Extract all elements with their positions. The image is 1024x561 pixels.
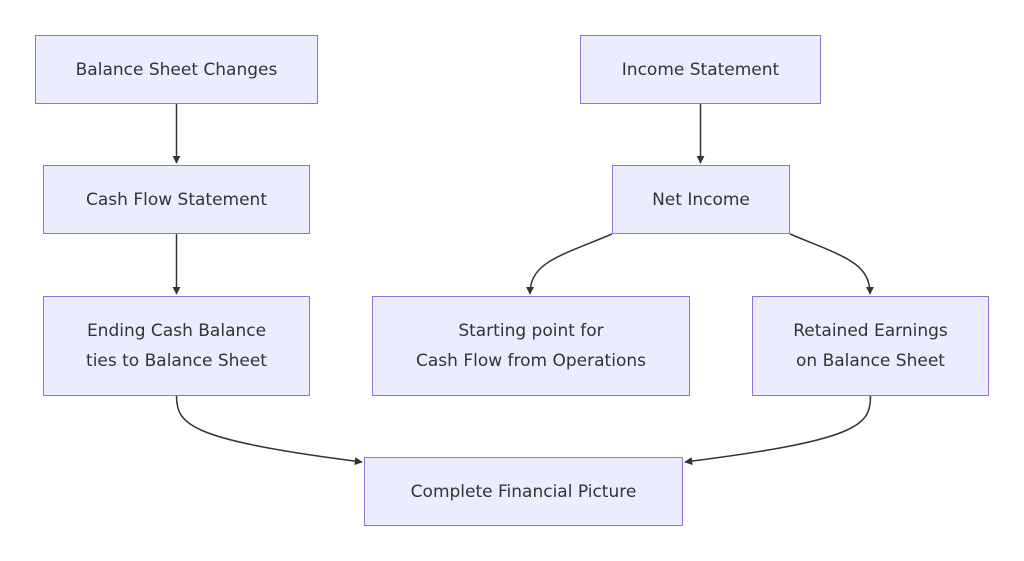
node-label: Balance Sheet Changes (75, 59, 278, 80)
node-label: Income Statement (621, 59, 780, 80)
node-balance-sheet-changes: Balance Sheet Changes (35, 35, 318, 104)
edge-ending-cash-to-complete (175, 395, 363, 466)
edge-retained-to-complete (684, 395, 872, 466)
node-starting-point: Starting point for Cash Flow from Operat… (372, 296, 690, 396)
node-label: Net Income (652, 189, 750, 210)
node-income-statement: Income Statement (580, 35, 821, 104)
node-label: Complete Financial Picture (410, 481, 637, 502)
node-label-line-2: Cash Flow from Operations (416, 351, 646, 371)
node-net-income: Net Income (612, 165, 790, 234)
node-cash-flow-statement: Cash Flow Statement (43, 165, 310, 234)
node-complete-financial-picture: Complete Financial Picture (364, 457, 683, 526)
node-label: Cash Flow Statement (86, 189, 267, 210)
node-label-line-1: Starting point for (458, 321, 604, 341)
node-label-line-1: Ending Cash Balance (86, 321, 267, 341)
node-label-line-1: Retained Earnings (793, 321, 948, 341)
node-label-line-2: ties to Balance Sheet (86, 351, 267, 371)
node-retained-earnings: Retained Earnings on Balance Sheet (752, 296, 989, 396)
node-label-line-2: on Balance Sheet (796, 351, 945, 371)
edge-net-income-to-starting-point (526, 233, 613, 295)
edge-net-income-to-retained (789, 233, 874, 295)
node-ending-cash-balance: Ending Cash Balance ties to Balance Shee… (43, 296, 310, 396)
